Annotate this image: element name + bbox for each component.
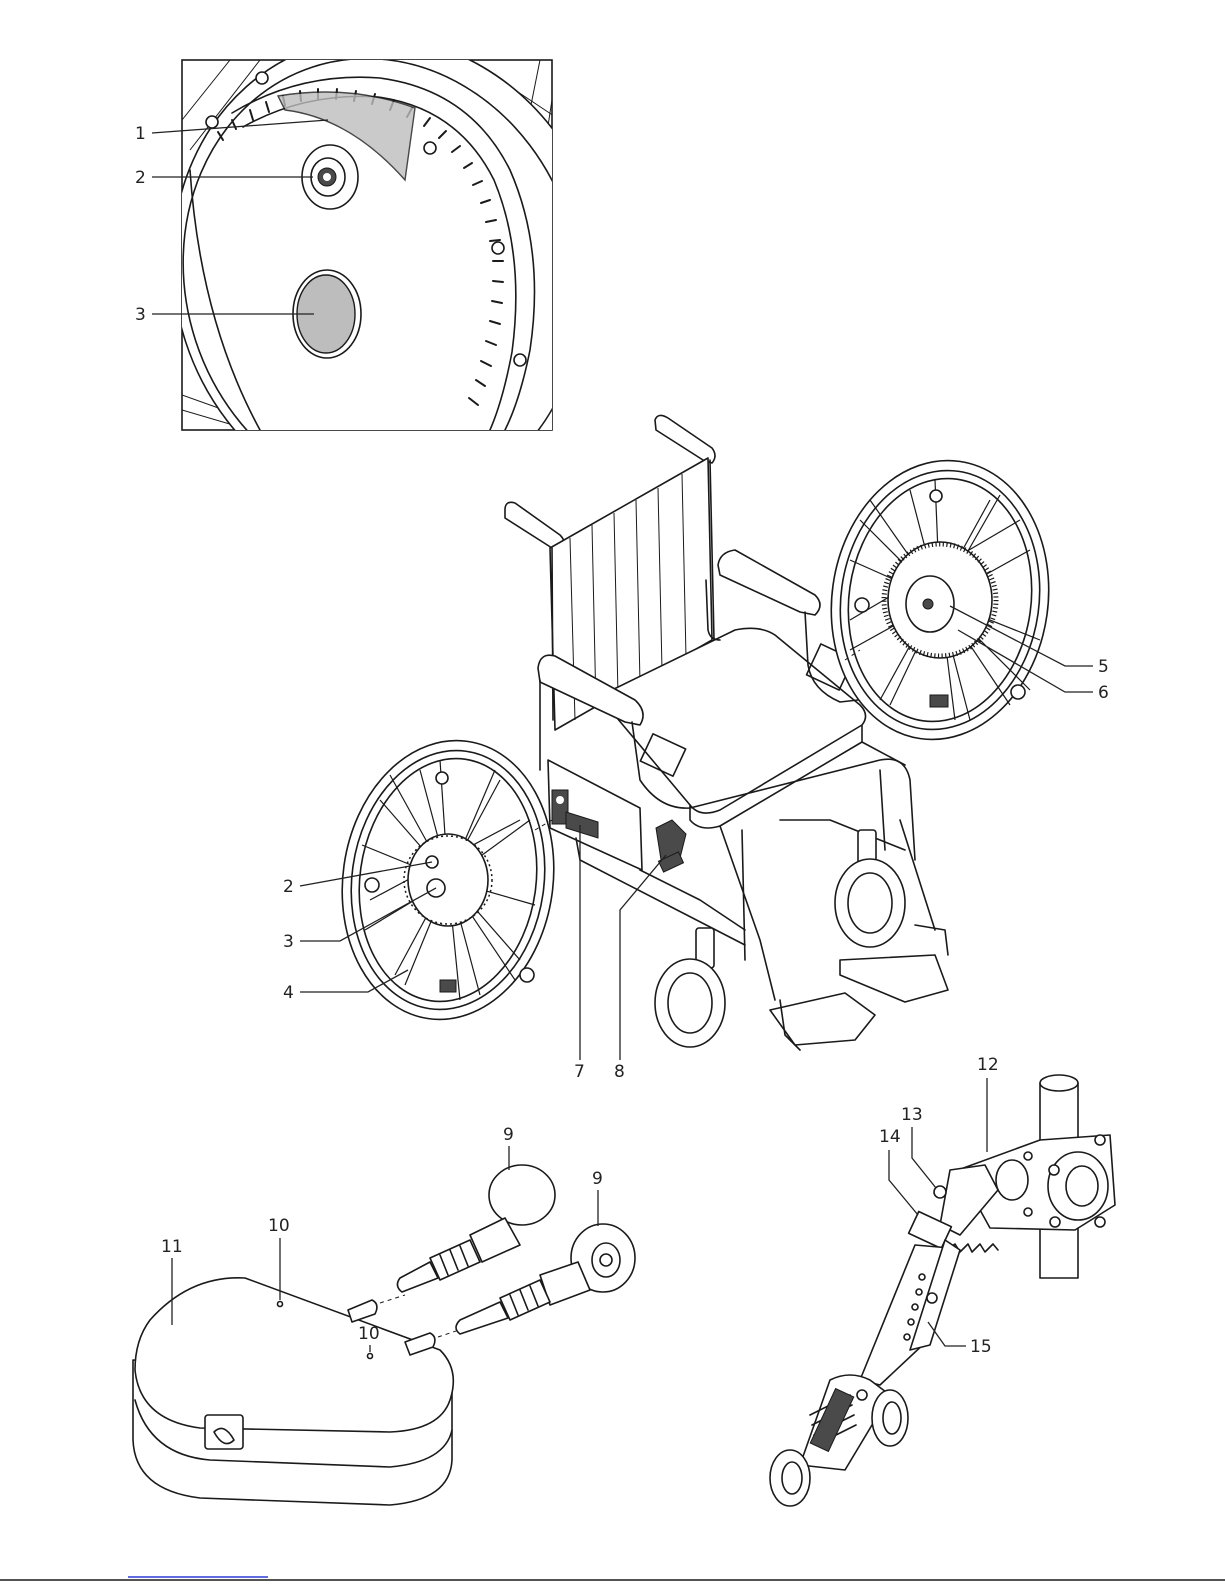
callout-11: 11	[161, 1237, 183, 1257]
wheelchair-assembly	[325, 415, 1067, 1050]
hub-detail-inset	[111, 0, 668, 570]
callout-2: 2	[135, 168, 146, 188]
callout-13: 13	[901, 1105, 923, 1125]
callout-1: 1	[135, 124, 146, 144]
callout-9b: 9	[592, 1169, 603, 1189]
left-drive-wheel	[325, 727, 572, 1034]
brake-lever	[656, 820, 686, 872]
battery-charger	[133, 1278, 465, 1505]
callout-5: 5	[1098, 657, 1109, 677]
callout-3: 3	[135, 305, 146, 325]
charger-plug-a	[397, 1165, 555, 1292]
callout-12: 12	[977, 1055, 999, 1075]
callout-10a: 10	[268, 1216, 290, 1236]
callout-10b: 10	[358, 1324, 380, 1344]
anti-tip-device	[770, 1075, 1115, 1506]
callout-14: 14	[879, 1127, 901, 1147]
callout-6: 6	[1098, 683, 1109, 703]
callout-8: 8	[614, 1062, 625, 1082]
callout-7: 7	[574, 1062, 585, 1082]
callout-left-4: 4	[283, 983, 294, 1003]
callout-15: 15	[970, 1337, 992, 1357]
callout-left-2: 2	[283, 877, 294, 897]
callout-9a: 9	[503, 1125, 514, 1145]
callout-left-3: 3	[283, 932, 294, 952]
